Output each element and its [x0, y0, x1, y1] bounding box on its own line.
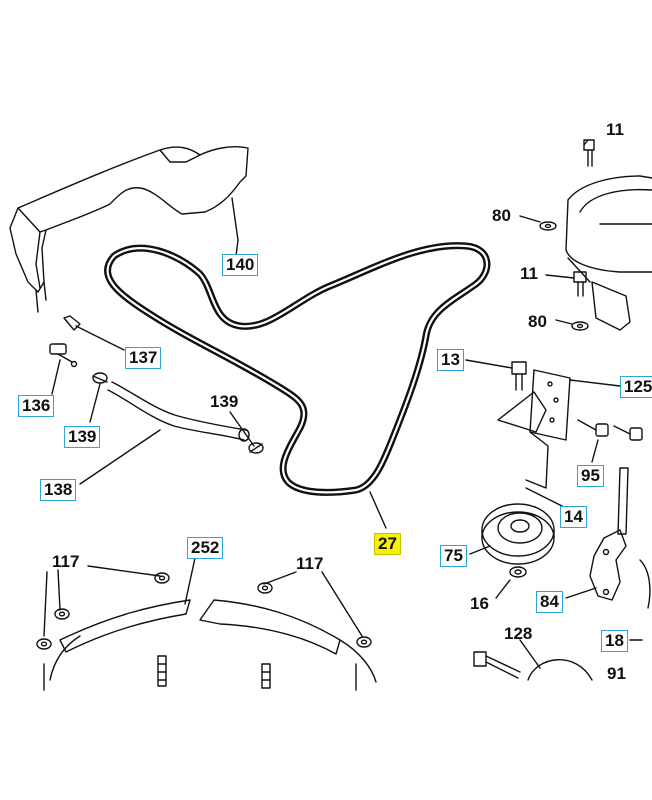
drive-belt-part [104, 242, 491, 496]
part-label-137[interactable]: 137 [125, 347, 162, 369]
idler-pulley-part [481, 503, 555, 565]
blade-part-left [49, 599, 191, 681]
hose-clamp-part-left [92, 372, 108, 384]
clip-part [63, 315, 81, 331]
part-label-95[interactable]: 95 [577, 465, 604, 487]
bolt-part-11-upper [583, 139, 595, 167]
washer-part-80-lower [571, 321, 589, 331]
sensor-part [49, 343, 78, 368]
part-label-139[interactable]: 139 [64, 426, 101, 448]
part-label-16: 16 [470, 594, 489, 613]
part-label-128: 128 [504, 624, 533, 643]
washer-part-80-upper [539, 221, 557, 231]
part-label-18[interactable]: 18 [601, 630, 628, 652]
part-label-136[interactable]: 136 [18, 395, 55, 417]
part-label-117: 117 [52, 552, 80, 571]
part-label-138[interactable]: 138 [40, 479, 77, 501]
belt-guard-part [9, 146, 249, 313]
part-label-14[interactable]: 14 [560, 506, 587, 528]
part-label-139: 139 [210, 392, 239, 411]
nut-part-16 [509, 566, 527, 578]
part-label-117: 117 [296, 554, 324, 573]
part-label-13[interactable]: 13 [437, 349, 464, 371]
part-label-140[interactable]: 140 [222, 254, 259, 276]
part-label-11: 11 [520, 264, 538, 283]
part-label-125[interactable]: 125 [620, 376, 652, 398]
part-label-80: 80 [492, 206, 511, 225]
stud-part [43, 655, 357, 691]
part-label-80: 80 [528, 312, 547, 331]
rod-bracket-part [589, 467, 651, 609]
part-label-11: 11 [606, 120, 624, 139]
part-label-27[interactable]: 27 [374, 533, 401, 555]
bolt-part-11-lower [573, 271, 587, 297]
part-label-84[interactable]: 84 [536, 591, 563, 613]
bolt-part-13 [511, 361, 527, 391]
bracket-part [497, 369, 571, 489]
hose-part [107, 381, 250, 442]
spindle-part [473, 651, 593, 681]
deck-housing-part [565, 175, 652, 331]
part-label-75[interactable]: 75 [440, 545, 467, 567]
part-label-91: 91 [607, 664, 626, 683]
part-label-252[interactable]: 252 [187, 537, 224, 559]
bolt-part-95 [577, 419, 643, 441]
nut-part-117 [36, 572, 372, 650]
blade-part-right [199, 599, 377, 683]
hose-clamp-part-right [248, 442, 264, 454]
leader-lines [43, 139, 643, 669]
